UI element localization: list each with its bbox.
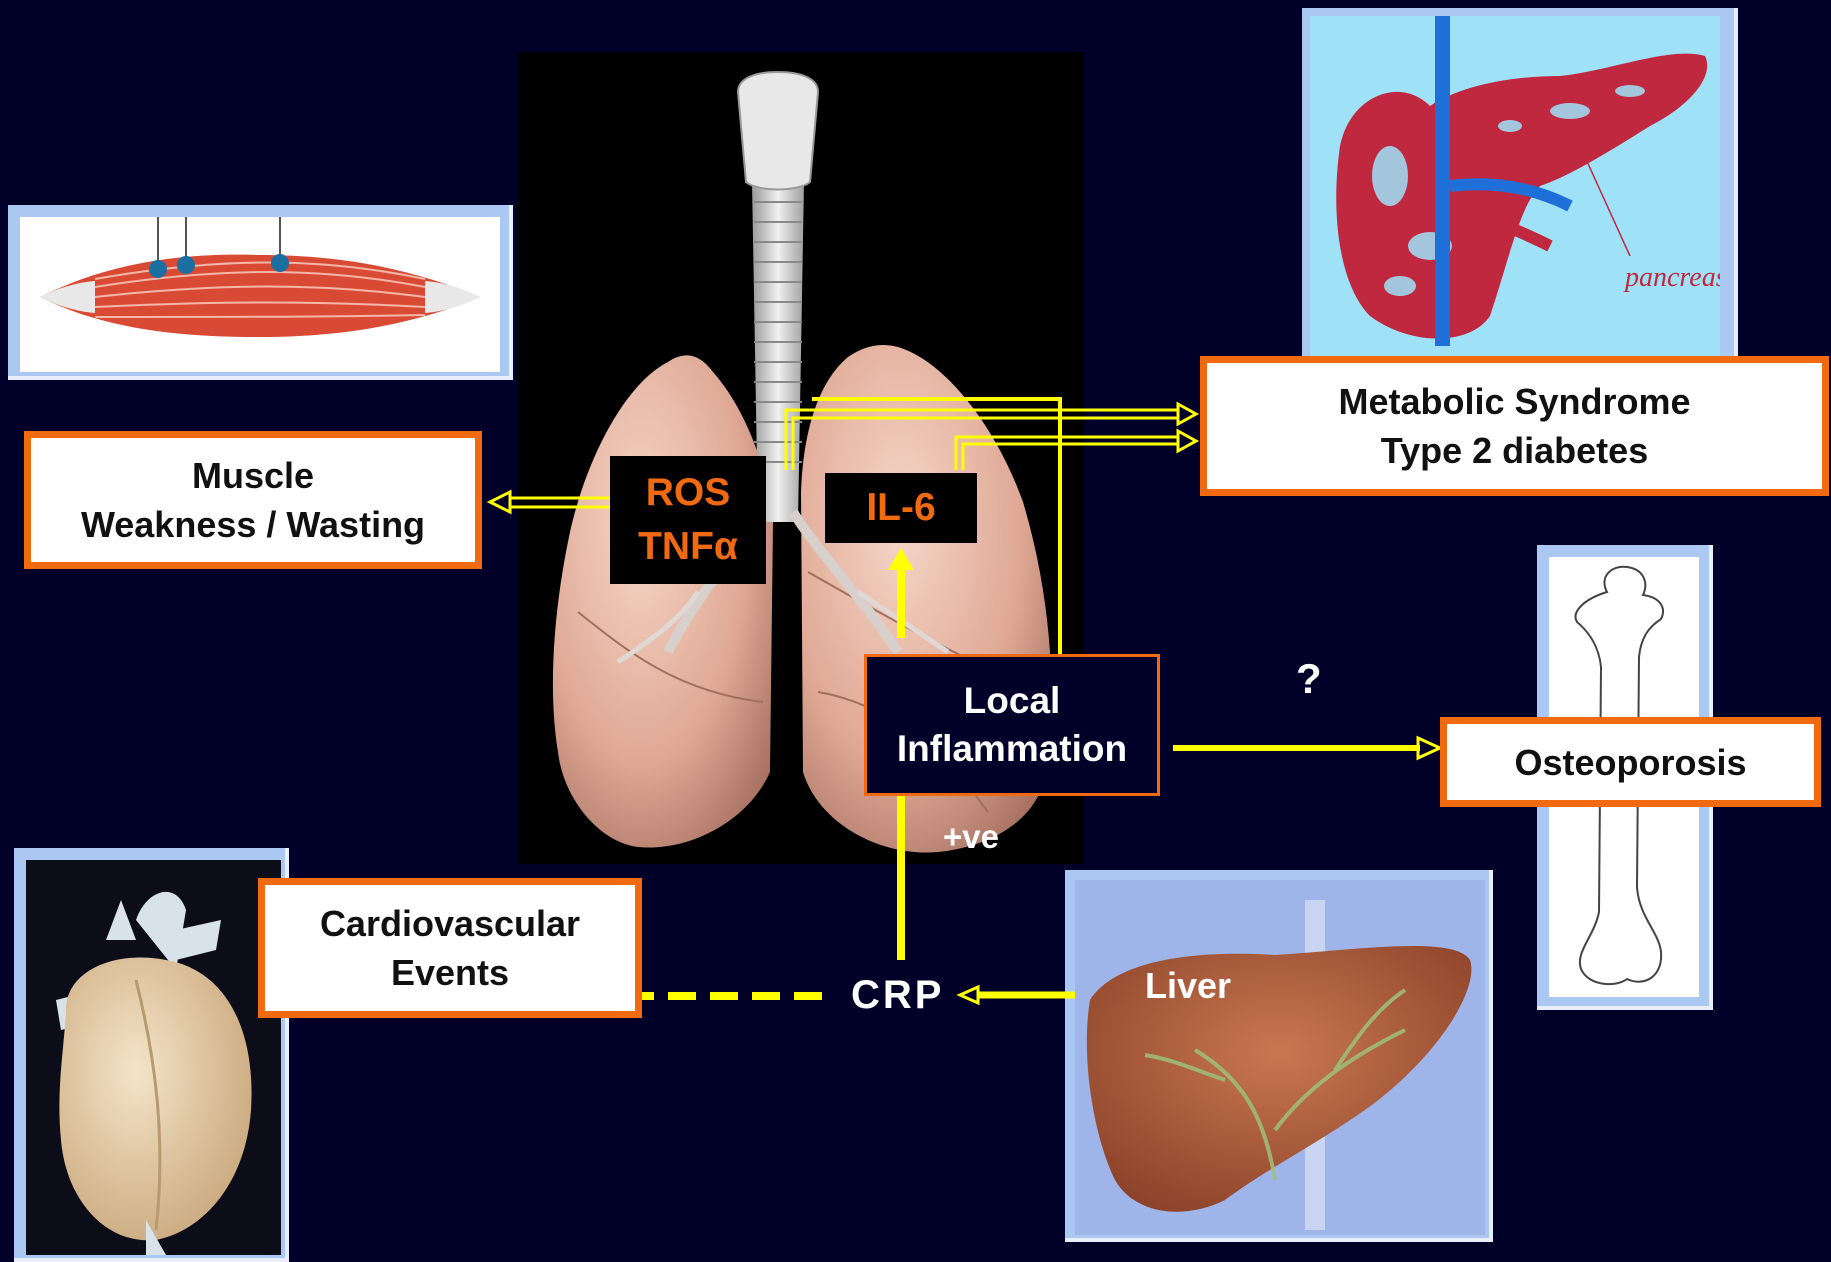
muscle-weakness-line2: Weakness / Wasting [81,500,425,549]
pancreas-illustration: pancreas [1302,8,1738,363]
local-inflammation-box: Local Inflammation [864,654,1160,796]
pancreas-label: pancreas [1623,262,1720,293]
muscle-weakness-line1: Muscle [192,451,314,500]
osteoporosis-label: Osteoporosis [1514,738,1746,787]
arrowhead-metabolic-2 [1178,431,1196,451]
metabolic-syndrome-box: Metabolic Syndrome Type 2 diabetes [1200,356,1829,496]
metabolic-syndrome-line1: Metabolic Syndrome [1338,377,1690,426]
liver-illustration: Liver [1065,870,1493,1242]
positive-effect-label: +ve [943,818,999,856]
metabolic-syndrome-line2: Type 2 diabetes [1381,426,1648,475]
arrow-liver-to-crp [960,987,1075,1003]
muscle-weakness-box: Muscle Weakness / Wasting [24,431,482,569]
cardiovascular-line1: Cardiovascular [320,899,580,948]
tnf-label: TNFα [638,520,738,574]
il6-label: IL-6 [866,481,935,535]
cardiovascular-line2: Events [391,948,509,997]
cardiovascular-events-box: Cardiovascular Events [258,878,642,1018]
arrow-inflammation-to-osteoporosis [1173,738,1440,758]
crp-label: CRP [851,973,944,1018]
heart-illustration [14,848,289,1262]
arrowhead-metabolic-1 [1178,404,1196,424]
muscle-illustration [8,205,513,380]
local-inflammation-line2: Inflammation [897,725,1127,773]
ros-label: ROS [646,466,731,520]
local-inflammation-line1: Local [964,677,1061,725]
question-mark: ? [1296,655,1322,703]
ros-tnf-box: ROS TNFα [610,456,766,584]
liver-label: Liver [1145,965,1231,1006]
il6-box: IL-6 [825,473,977,543]
osteoporosis-box: Osteoporosis [1440,717,1821,807]
